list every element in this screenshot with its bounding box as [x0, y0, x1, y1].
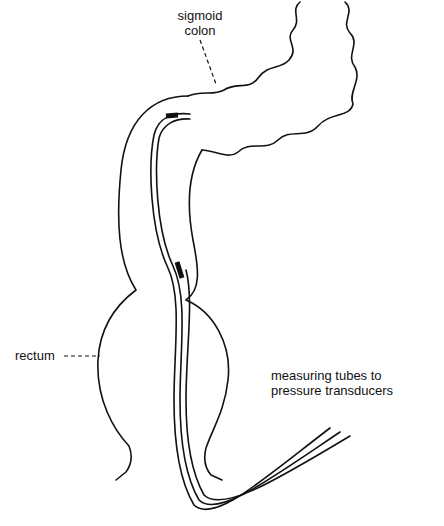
- part-label: sigmoid colon: [168, 8, 232, 38]
- leader-line: [64, 355, 100, 356]
- pressure-sensor: [177, 262, 182, 278]
- measuring-tube: [157, 119, 340, 505]
- pressure-sensor: [166, 115, 178, 116]
- part-label: measuring tubes to pressure transducers: [270, 368, 412, 398]
- leader-line: [200, 40, 216, 84]
- measuring-tube: [151, 114, 330, 510]
- rectum-wall: [186, 150, 229, 480]
- part-label: rectum: [14, 348, 56, 363]
